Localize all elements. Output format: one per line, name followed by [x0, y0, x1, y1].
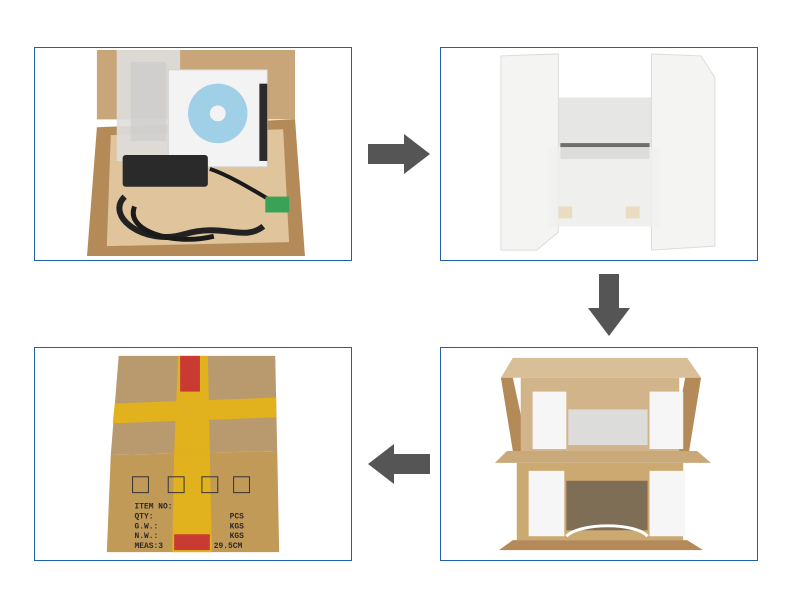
photo-foam-packing — [440, 47, 758, 261]
gw-label: G.W.: — [135, 522, 159, 531]
photo-carton-packing — [440, 347, 758, 561]
kgs-gw-label: KGS — [230, 522, 244, 531]
arrow-right-icon — [368, 134, 430, 174]
fragile-sticker — [180, 355, 200, 392]
carton-packing-illustration — [441, 348, 757, 560]
foam-lower-right — [649, 470, 686, 537]
carton-divider — [494, 451, 711, 463]
device-lower — [566, 480, 648, 531]
foam-packing-illustration — [441, 48, 757, 260]
antenna — [259, 83, 268, 161]
carton-flap-top — [500, 357, 702, 378]
meas-tail-label: 29.5CM — [214, 542, 243, 551]
nw-label: N.W.: — [135, 532, 159, 541]
pcs-label: PCS — [230, 512, 244, 521]
qty-label: QTY: — [135, 512, 154, 521]
arrow-down-icon — [588, 274, 630, 336]
foam-lower-left — [528, 470, 565, 537]
foam-end-right — [651, 53, 716, 251]
fragile-sticker-bottom — [174, 534, 210, 551]
foam-upper-left — [532, 391, 567, 450]
fragile-glass-icon — [167, 476, 185, 494]
item-no-label: ITEM NO: — [135, 502, 173, 511]
this-way-up-icon — [132, 476, 149, 494]
terminal-block — [265, 196, 290, 213]
tape-top-horizontal — [112, 397, 277, 424]
power-cable — [116, 194, 266, 240]
meas-label: MEAS:3 — [135, 542, 164, 551]
kgs-nw-label: KGS — [230, 532, 244, 541]
arrow-left-icon — [368, 444, 430, 484]
accessories-box-illustration — [35, 48, 351, 260]
recycle-icon — [233, 476, 250, 494]
sealed-carton-illustration: ITEM NO: QTY: PCS G.W.: KGS N.W.: KGS ME… — [35, 348, 351, 560]
foam-upper-right — [649, 391, 684, 450]
power-adapter — [122, 154, 208, 187]
keep-dry-icon — [201, 476, 219, 494]
foam-end-left — [500, 53, 559, 251]
photo-accessories-in-box — [34, 47, 352, 261]
photo-sealed-carton: ITEM NO: QTY: PCS G.W.: KGS N.W.: KGS ME… — [34, 347, 352, 561]
